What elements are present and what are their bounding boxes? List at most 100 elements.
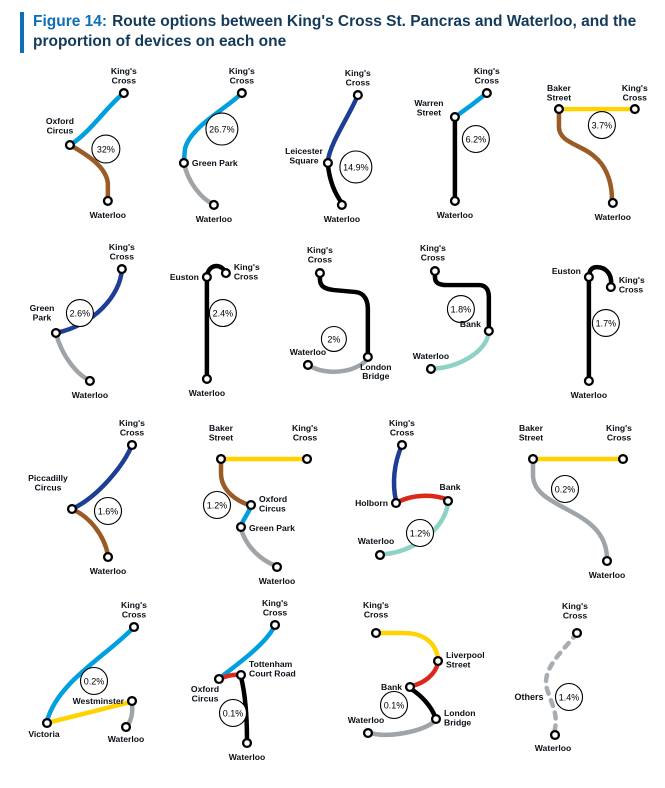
station-label: Cross [421,252,446,262]
route-line-jubilee [53,330,92,383]
station-label: Cross [364,609,389,619]
station-dot [66,503,78,514]
percent-value: 2.4% [212,308,232,318]
station-label: Waterloo [535,743,571,753]
route-line-northern [433,268,492,332]
station-label: King's [109,242,135,252]
route-line-central [393,493,451,506]
station-dot [241,737,253,748]
route-line-others [543,630,580,736]
route-line-jubilee [305,357,369,374]
station-label: Bank [439,482,460,492]
station-label: Cross [345,77,370,87]
station-dot [220,267,231,279]
station-label: King's [363,600,389,610]
station-dot [482,87,493,99]
route-diagram-3-2: 1.2%BakerStreetKing'sCrossOxfordCircusGr… [202,423,318,586]
percent-badge [218,698,248,727]
station-label: Euston [552,266,581,276]
percent-value: 26.7% [209,124,234,134]
station-dot [126,695,138,706]
station-dot [362,351,373,362]
percent-value: 6.2% [466,134,486,144]
station-label: King's [111,66,137,76]
route-line-jubilee [238,526,279,569]
percent-badge [554,682,584,711]
figure-label: Figure 14: [33,13,108,30]
station-label: Cross [293,432,318,442]
station-label: Waterloo [289,347,325,357]
station-dot [442,495,454,506]
station-dot [208,199,219,210]
station-dot [374,549,386,560]
route-line-victoria [181,90,244,164]
station-dot [41,717,53,728]
station-dot [301,453,313,464]
station-label: Waterloo [259,576,295,586]
station-label: King's [562,601,588,611]
station-label: King's [262,598,288,608]
station-dot [102,551,114,562]
percent-badge [65,298,94,327]
percent-value: 3.7% [592,120,612,130]
station-label: King's [619,275,645,285]
percent-badge [447,294,476,323]
route-line-jubilee [530,456,610,562]
percent-badge [379,690,409,719]
route-line-circle [44,699,133,726]
route-line-piccadilly [391,442,405,504]
station-label: Holborn [355,498,388,508]
percent-value: 0.1% [223,708,244,718]
station-dot [584,271,595,283]
station-label: Street [446,659,470,669]
station-dot [404,681,416,692]
station-label: Circus [35,482,62,492]
station-label: Cross [112,75,137,85]
station-label: Oxford [191,684,219,694]
station-label: Cross [390,427,415,437]
station-label: Bridge [362,371,389,381]
station-label: Waterloo [595,212,631,222]
station-label: Cross [619,284,644,294]
percent-value: 2% [327,334,340,344]
route-line-waterloo_city [431,330,492,372]
station-dot [554,103,565,115]
route-line-victoria [44,624,137,724]
station-label: Cross [263,607,288,617]
percent-badge [91,134,121,164]
station-label: Baker [547,83,572,93]
station-label: King's [606,423,632,433]
station-dot [601,555,613,566]
route-line-victoria [67,90,127,148]
station-label: Park [33,312,52,322]
station-label: Bridge [444,717,471,727]
station-dot [606,281,617,293]
percent-badge [588,110,617,139]
percent-badge [320,325,347,352]
station-label: Cross [307,254,332,264]
station-dot [571,627,583,638]
station-label: Green [30,303,55,313]
route-line-piccadilly [325,92,360,164]
station-dot [128,621,140,632]
station-dot [432,655,444,666]
station-label: Cross [120,427,145,437]
station-label: Euston [170,272,199,282]
station-dot [629,103,641,115]
station-dot [430,265,441,277]
station-dot [302,359,313,370]
route-line-victoria [218,622,278,680]
station-label: Street [209,432,233,442]
percent-badge [462,124,491,153]
